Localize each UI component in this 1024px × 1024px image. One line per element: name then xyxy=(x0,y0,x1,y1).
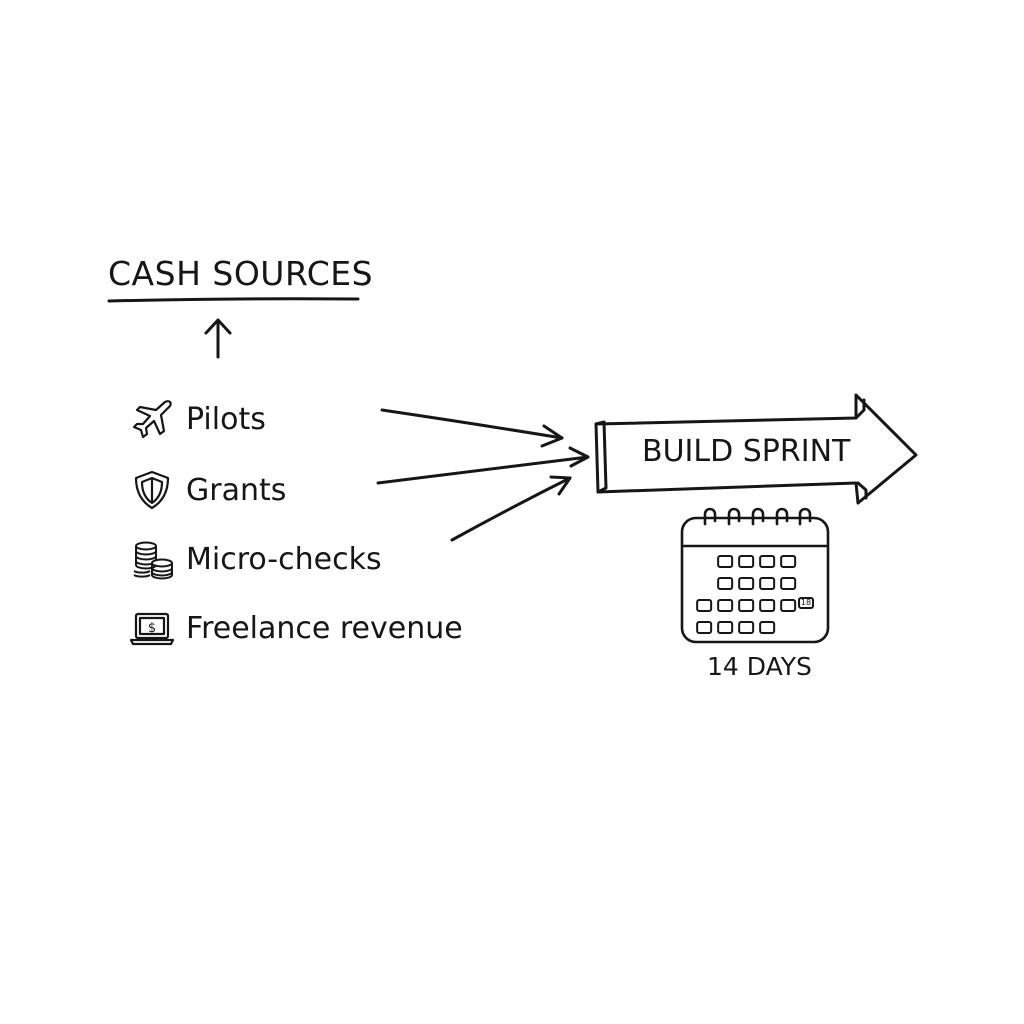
connector-pilots xyxy=(380,408,564,448)
calendar-day-cell xyxy=(738,555,755,568)
connector-micro-checks xyxy=(450,475,572,542)
source-item-pilots: Pilots xyxy=(128,397,266,441)
calendar-day-cell xyxy=(696,621,713,634)
laptop-dollar-icon: $ xyxy=(129,612,175,646)
calendar-day-cell xyxy=(780,599,797,612)
source-item-grants: Grants xyxy=(128,468,286,512)
calendar-day-cell xyxy=(696,599,713,612)
calendar-day-grid xyxy=(696,555,814,634)
build-sprint-arrow xyxy=(594,393,918,505)
calendar-highlighted-cell xyxy=(798,597,814,609)
calendar-day-cell xyxy=(759,599,776,612)
calendar-day-cell xyxy=(717,555,734,568)
cash-sources-heading: CASH SOURCES xyxy=(108,254,374,293)
up-arrow-icon xyxy=(204,318,232,359)
calendar-day-cell xyxy=(717,599,734,612)
connector-grants xyxy=(376,446,590,485)
calendar-day-cell xyxy=(759,577,776,590)
coin-stack-icon xyxy=(133,541,173,580)
airplane-icon xyxy=(132,400,172,439)
calendar-day-cell xyxy=(738,599,755,612)
calendar-day-cell xyxy=(717,577,734,590)
calendar-day-cell xyxy=(759,621,776,634)
source-label: Freelance revenue xyxy=(186,610,463,646)
calendar-day-cell xyxy=(717,621,734,634)
source-item-freelance-revenue: $ Freelance revenue xyxy=(128,606,463,650)
calendar-day-cell xyxy=(738,577,755,590)
calendar-day-cell xyxy=(780,577,797,590)
heading-underline xyxy=(107,297,360,303)
source-item-micro-checks: Micro-checks xyxy=(128,537,382,581)
sprint-duration-label: 14 DAYS xyxy=(707,652,812,681)
shield-icon xyxy=(134,470,170,510)
calendar-day-cell xyxy=(738,621,755,634)
build-sprint-label: BUILD SPRINT xyxy=(642,434,851,469)
calendar-day-cell xyxy=(759,555,776,568)
source-label: Grants xyxy=(186,472,287,508)
calendar-icon: 18 xyxy=(680,507,830,644)
calendar-rings xyxy=(703,507,812,526)
source-label: Micro-checks xyxy=(186,541,382,577)
calendar-highlighted-day: 18 xyxy=(801,598,811,607)
svg-text:$: $ xyxy=(148,621,156,636)
source-label: Pilots xyxy=(186,401,266,437)
calendar-day-cell xyxy=(780,555,797,568)
